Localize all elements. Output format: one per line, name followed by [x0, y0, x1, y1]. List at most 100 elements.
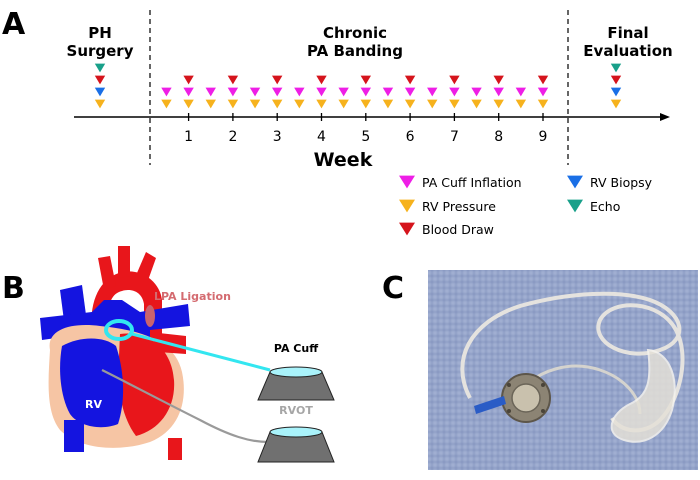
- marker-blood-draw: [183, 75, 194, 85]
- panel-letter-c: C: [382, 271, 404, 306]
- pa-cuff-label: PA Cuff: [274, 342, 318, 355]
- marker-blood-draw: [610, 75, 622, 85]
- marker-pa-cuff: [227, 87, 239, 97]
- marker-rv-pressure: [227, 99, 239, 109]
- marker-rv-pressure: [427, 99, 438, 109]
- aortic-branch-1: [98, 256, 116, 290]
- marker-pa-cuff: [427, 87, 438, 97]
- marker-rv-biopsy: [610, 87, 622, 97]
- marker-rv-pressure: [537, 99, 549, 109]
- rvot-label: RVOT: [279, 404, 313, 417]
- tubing-inner: [518, 364, 642, 415]
- rvot-reservoir: RVOT: [257, 404, 335, 463]
- week-tick-label: 5: [361, 129, 370, 145]
- legend-marker-rv-biopsy: [567, 175, 583, 189]
- aortic-branch-2: [118, 246, 130, 278]
- marker-blood-draw: [360, 75, 371, 85]
- week-tick-label: 6: [406, 129, 415, 145]
- phase-label-surgery-line1: PH: [88, 24, 112, 42]
- marker-pa-cuff: [249, 87, 261, 97]
- phase-label-surgery-line2: Surgery: [67, 42, 134, 60]
- inferior-vena-cava: [64, 420, 84, 452]
- marker-pa-cuff: [294, 87, 305, 97]
- marker-rv-pressure: [161, 99, 172, 109]
- marker-blood-draw: [404, 75, 416, 85]
- ligation-label: LPA Ligation: [154, 290, 231, 303]
- marker-pa-cuff: [338, 87, 349, 97]
- marker-blood-draw: [493, 75, 504, 85]
- marker-rv-pressure: [205, 99, 216, 109]
- marker-rv-pressure: [360, 99, 371, 109]
- marker-rv-pressure: [94, 99, 106, 109]
- week-tick-label: 4: [317, 129, 326, 145]
- phase-label-banding-line1: Chronic: [323, 24, 387, 42]
- marker-blood-draw: [272, 75, 283, 85]
- cuff-balloon: [610, 348, 676, 443]
- marker-pa-cuff: [382, 87, 394, 97]
- right-ventricle: [60, 338, 124, 428]
- pa-cuff-ring: [104, 319, 134, 341]
- descending-aorta: [168, 438, 182, 460]
- phase-label-final-line2: Evaluation: [583, 42, 672, 60]
- marker-pa-cuff: [449, 87, 460, 97]
- legend-label-rv-biopsy: RV Biopsy: [590, 175, 653, 190]
- marker-blood-draw: [316, 75, 327, 85]
- panel-letter-b: B: [2, 271, 25, 306]
- legend-label-rv-pressure: RV Pressure: [422, 199, 496, 214]
- rvot-line: [101, 369, 269, 444]
- marker-echo: [610, 63, 622, 73]
- marker-rv-pressure: [316, 99, 327, 109]
- week-tick-label: 2: [228, 129, 237, 145]
- marker-pa-cuff: [183, 87, 194, 97]
- port-hole-1: [507, 383, 511, 387]
- marker-rv-pressure: [493, 99, 504, 109]
- implanted-cuff-photo: [428, 270, 698, 470]
- legend-marker-blood-draw: [399, 222, 415, 236]
- marker-rv-pressure: [515, 99, 527, 109]
- marker-rv-pressure: [382, 99, 394, 109]
- marker-rv-pressure: [610, 99, 622, 109]
- legend-label-blood-draw: Blood Draw: [422, 222, 494, 237]
- marker-rv-pressure: [294, 99, 305, 109]
- week-tick-label: 1: [184, 129, 193, 145]
- week-tick-label: 7: [450, 129, 459, 145]
- marker-echo: [94, 63, 106, 73]
- lpa-ligation-mark: [145, 305, 155, 327]
- panel-c: C: [382, 270, 698, 470]
- legend-label-echo: Echo: [590, 199, 620, 214]
- marker-pa-cuff: [316, 87, 327, 97]
- marker-rv-pressure: [338, 99, 349, 109]
- heart-schematic: RV LPA Ligation: [40, 246, 271, 460]
- marker-blood-draw: [537, 75, 549, 85]
- rvot-reservoir-top: [269, 426, 323, 438]
- panel-a: A PH Surgery Chronic PA Banding Final Ev…: [2, 7, 673, 237]
- week-tick-label: 8: [494, 129, 503, 145]
- event-markers: [94, 63, 622, 109]
- marker-blood-draw: [94, 75, 106, 85]
- left-ventricle: [118, 333, 175, 436]
- marker-pa-cuff: [161, 87, 172, 97]
- marker-pa-cuff: [493, 87, 504, 97]
- panel-letter-a: A: [2, 7, 26, 42]
- port-hole-4: [541, 409, 545, 413]
- ventricle-label: RV: [85, 398, 102, 411]
- cuff-line: [131, 332, 271, 372]
- blue-connector: [474, 396, 506, 414]
- marker-rv-pressure: [449, 99, 460, 109]
- aortic-branch-3: [134, 252, 156, 286]
- legend-label-pa-cuff: PA Cuff Inflation: [422, 175, 522, 190]
- port-hole-3: [507, 409, 511, 413]
- phase-label-final-line1: Final: [607, 24, 648, 42]
- marker-pa-cuff: [404, 87, 416, 97]
- phase-label-banding-line2: PA Banding: [307, 42, 403, 60]
- marker-pa-cuff: [515, 87, 527, 97]
- legend-marker-pa-cuff: [399, 175, 415, 189]
- pa-cuff-reservoir: PA Cuff: [257, 342, 335, 401]
- legend-marker-echo: [567, 199, 583, 213]
- marker-rv-biopsy: [94, 87, 106, 97]
- week-tick-label: 3: [273, 129, 282, 145]
- marker-rv-pressure: [471, 99, 482, 109]
